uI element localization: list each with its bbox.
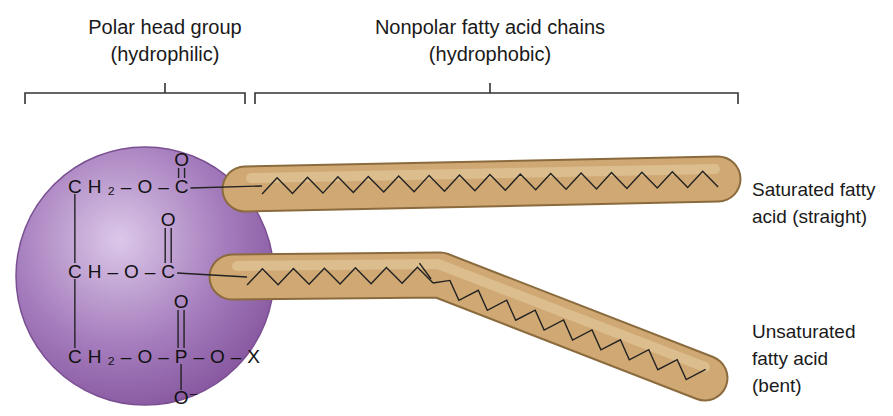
saturated-label: Saturated fatty acid (straight) — [752, 176, 877, 230]
bond-line — [165, 228, 166, 263]
head-group-header: Polar head group (hydrophilic) — [70, 14, 260, 68]
oxygen-atom: O — [174, 292, 189, 312]
oxygen-atom: O — [161, 210, 176, 230]
unsaturated-chain — [247, 267, 433, 285]
bond-line — [177, 273, 247, 277]
polar-head-circle: O CH₂–O–C O CH–O–C O CH₂–O–P–O–X O⁻ — [15, 146, 275, 406]
bond-line — [177, 310, 178, 348]
unsaturated-tail-outline — [232, 275, 705, 378]
bond-line — [183, 310, 184, 348]
formula-line: CH₂–O–C — [68, 177, 194, 197]
formula-line: CH–O–C — [68, 262, 181, 282]
unsaturated-tail-shine — [237, 264, 705, 367]
bond-line — [180, 364, 181, 390]
bond-line — [171, 228, 172, 263]
unsaturated-label: Unsaturated fatty acid (bent) — [752, 318, 877, 399]
unsaturated-chain-bent — [433, 280, 705, 379]
bond-line — [74, 279, 75, 348]
saturated-chain — [262, 171, 718, 194]
tail-header: Nonpolar fatty acid chains (hydrophobic) — [355, 14, 625, 68]
oxygen-atom: O — [174, 150, 189, 170]
unsaturated-tail — [232, 275, 705, 378]
bond-line — [419, 263, 431, 279]
oxygen-atom: O⁻ — [174, 388, 199, 408]
bond-line — [190, 186, 262, 188]
bond-line — [74, 194, 75, 263]
formula-line: CH₂–O–P–O–X — [68, 347, 266, 367]
